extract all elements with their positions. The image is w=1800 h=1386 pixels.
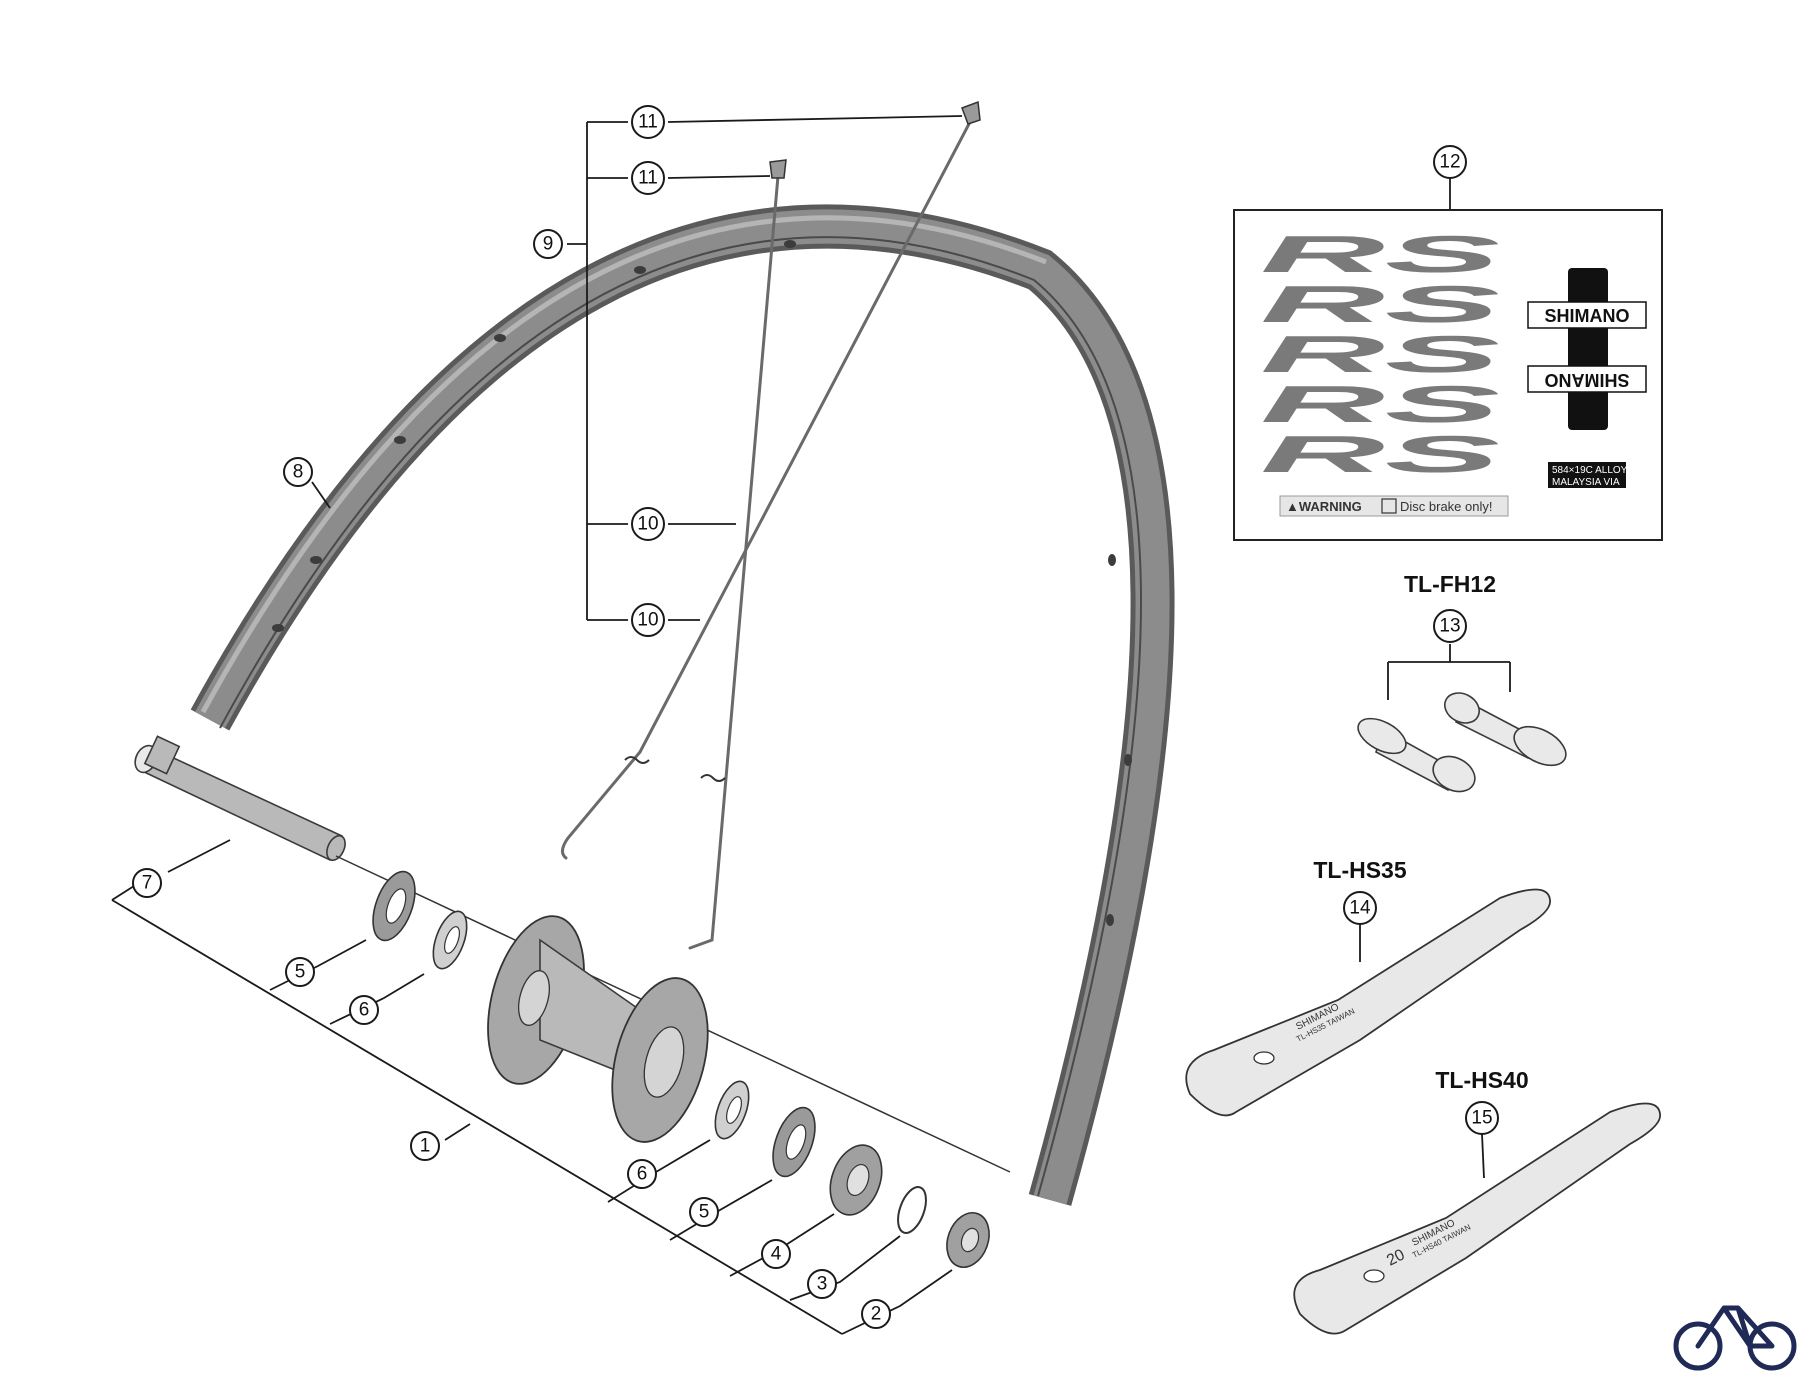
washer-5a (372, 870, 416, 942)
svg-text:9: 9 (543, 234, 554, 255)
svg-text:15: 15 (1471, 1108, 1492, 1129)
rs-logo-1: RS (1260, 226, 1501, 284)
warning-title: ▲WARNING (1286, 499, 1362, 514)
callout-11a: 11 (631, 105, 665, 139)
callout-5a: 5 (285, 957, 315, 987)
svg-text:6: 6 (359, 1000, 370, 1021)
shimano-decal: SHIMANO SHIMANO (1527, 268, 1647, 430)
svg-text:10: 10 (637, 610, 658, 631)
decal-sheet: RS RS RS RS RS RS SHIMANO SHIMANO 584×19… (1233, 209, 1663, 541)
warning-label: ▲WARNING Disc brake only! (1279, 495, 1509, 517)
rs-logo-3: RS (1260, 326, 1501, 384)
callout-13: 13 (1433, 609, 1467, 643)
svg-text:4: 4 (771, 1244, 782, 1265)
svg-text:5: 5 (295, 962, 306, 983)
svg-text:2: 2 (871, 1304, 882, 1325)
callouts: 1 2 3 4 5 5 6 6 7 8 9 10 10 11 11 12 13 … (132, 105, 1499, 1329)
svg-text:7: 7 (142, 873, 153, 894)
hs40-size: 20 (1384, 1246, 1408, 1269)
callout-1: 1 (410, 1131, 440, 1161)
callout-5b: 5 (689, 1197, 719, 1227)
hs40-wrench (1293, 1102, 1661, 1335)
tool-title-tl-hs35: TL-HS35 (1313, 857, 1407, 883)
callout-10b: 10 (631, 603, 665, 637)
callout-6b: 6 (627, 1159, 657, 1189)
info-icon (1381, 498, 1397, 514)
bearing-6a (432, 910, 468, 970)
shimano-logo-1: SHIMANO (1545, 306, 1630, 326)
svg-text:11: 11 (638, 112, 658, 133)
callout-15: 15 (1465, 1101, 1499, 1135)
callout-2: 2 (861, 1299, 891, 1329)
axle (134, 735, 1011, 1173)
svg-text:13: 13 (1439, 616, 1460, 637)
tool-tl-fh12: TL-FH12 (1357, 571, 1567, 793)
o-ring-3 (897, 1186, 927, 1234)
rim-spec-label: 584×19C ALLOY MALAYSIA VIA (1548, 462, 1628, 488)
tool-title-tl-hs40: TL-HS40 (1435, 1067, 1528, 1093)
svg-text:5: 5 (699, 1202, 710, 1223)
hs35-wrench (1185, 888, 1551, 1117)
bicycle-icon[interactable] (1673, 1305, 1797, 1371)
washer-5b (772, 1106, 816, 1178)
callout-12: 12 (1433, 145, 1467, 179)
end-cap-4 (829, 1144, 883, 1216)
bearing-6b (714, 1080, 750, 1140)
spokes (561, 100, 981, 950)
spoke-nipple-1 (961, 100, 981, 125)
spoke-nipple-2 (769, 159, 787, 179)
leader-lines (111, 115, 1511, 1335)
spoke-long (638, 120, 972, 754)
callout-9: 9 (533, 229, 563, 259)
callout-7: 7 (132, 868, 162, 898)
callout-10a: 10 (631, 507, 665, 541)
callout-4: 4 (761, 1239, 791, 1269)
spoke-short (710, 174, 780, 942)
callout-6a: 6 (349, 995, 379, 1025)
fh12-adapter-right (1444, 692, 1567, 767)
svg-text:12: 12 (1439, 152, 1460, 173)
rs-logo-4: RS (1260, 376, 1501, 434)
end-cap-2 (946, 1212, 990, 1268)
svg-text:11: 11 (638, 168, 658, 189)
hub-body (487, 915, 709, 1143)
rim (190, 204, 1175, 1206)
rim-spec-line2: MALAYSIA VIA (1552, 477, 1620, 488)
callout-3: 3 (807, 1269, 837, 1299)
shimano-logo-2: SHIMANO (1545, 370, 1630, 390)
rs-logo-2: RS (1260, 276, 1501, 334)
svg-text:3: 3 (817, 1274, 828, 1295)
tool-tl-hs40: TL-HS40 20 SHIMANO TL-HS40 TAIWAN (1293, 1067, 1661, 1335)
tool-title-tl-fh12: TL-FH12 (1404, 571, 1496, 597)
rim-spec-line1: 584×19C ALLOY (1552, 465, 1628, 476)
callout-14: 14 (1343, 891, 1377, 925)
fh12-adapter-left (1357, 717, 1476, 793)
rs-decals: RS RS RS RS RS RS (1260, 226, 1501, 484)
svg-text:14: 14 (1349, 898, 1371, 919)
svg-text:1: 1 (420, 1136, 431, 1157)
callout-8: 8 (283, 457, 313, 487)
svg-text:8: 8 (293, 462, 304, 483)
svg-text:10: 10 (637, 514, 658, 535)
rs-logo-5: RS (1260, 426, 1501, 484)
callout-11b: 11 (631, 161, 665, 195)
warning-text: Disc brake only! (1400, 499, 1492, 514)
svg-text:6: 6 (637, 1164, 648, 1185)
